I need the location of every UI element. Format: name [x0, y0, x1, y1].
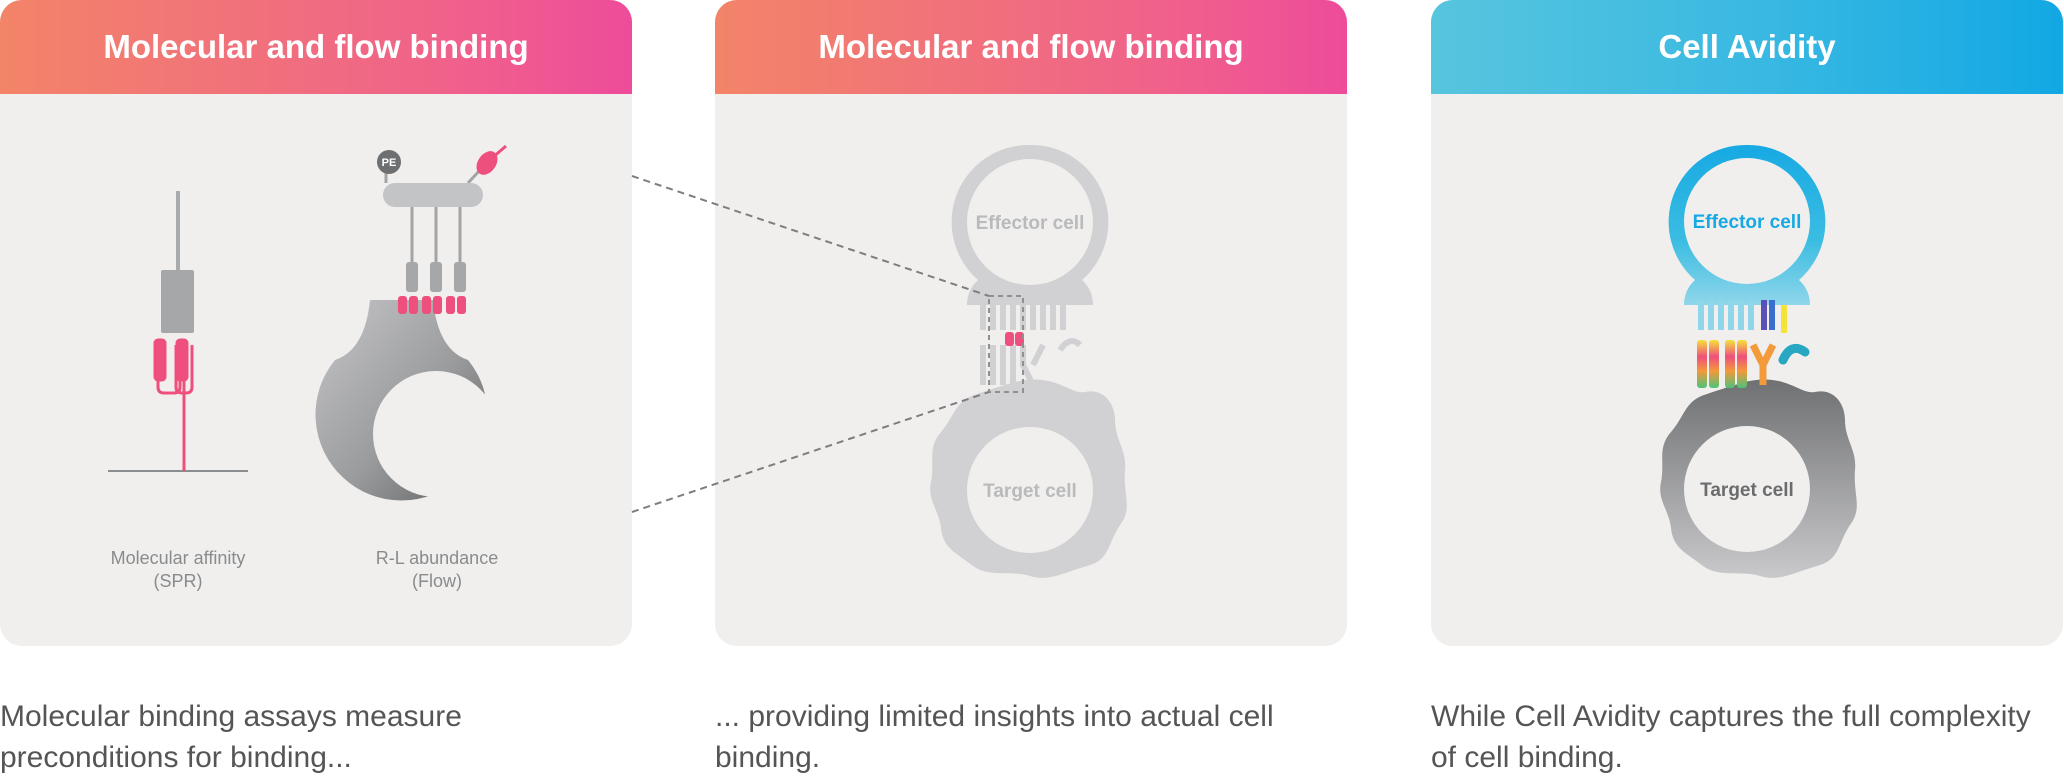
effector-cell-label: Effector cell [1693, 212, 1802, 233]
caption-1: Molecular binding assays measure precond… [0, 696, 620, 778]
colorful-receptors [1697, 300, 1810, 388]
caption-line: ... providing limited insights into actu… [715, 700, 1274, 733]
streptavidin-bar [383, 183, 483, 207]
pe-badge [377, 150, 401, 174]
molecular-flow-illustration: PE Molecular affinity (SPR) R-L abundanc… [108, 144, 507, 591]
panel-header: Molecular and flow binding [715, 0, 1347, 94]
caption-line: binding. [715, 741, 821, 774]
caption-3: While Cell Avidity captures the full com… [1431, 696, 2051, 778]
spr-label-line2: (SPR) [154, 571, 203, 591]
flow-label-line1: R-L abundance [376, 548, 498, 568]
cell-binding-grey-illustration: Effector cell Target cell [930, 144, 1127, 578]
fluorophore-icon [476, 144, 507, 175]
caption-line: While Cell Avidity captures the full com… [1431, 700, 2031, 733]
panel-header: Cell Avidity [1431, 0, 2063, 94]
panel-cell-avidity: Cell Avidity [1431, 0, 2063, 646]
flow-binding-diagram: PE [315, 144, 507, 501]
flow-receptors [398, 296, 466, 314]
spr-label-line1: Molecular affinity [111, 548, 246, 568]
pe-label: PE [382, 157, 397, 169]
spr-receptor [153, 338, 194, 395]
grey-receptors [980, 300, 1083, 387]
target-cell-label: Target cell [1700, 480, 1794, 501]
caption-line: preconditions for binding... [0, 741, 352, 774]
spr-sensor-diagram [108, 191, 248, 472]
cell-avidity-illustration: Effector cell Target cell [1660, 144, 1857, 578]
effector-cell-label: Effector cell [976, 213, 1085, 234]
panel-molecular-flow-binding-2: Molecular and flow binding Effector cell… [715, 0, 1347, 646]
caption-line: of cell binding. [1431, 741, 1623, 774]
caption-2: ... providing limited insights into actu… [715, 696, 1335, 778]
analyte-block [161, 270, 194, 333]
panel-molecular-flow-binding-1: Molecular and flow binding [0, 0, 632, 646]
caption-line: Molecular binding assays measure [0, 700, 462, 733]
zoom-box [988, 295, 1024, 393]
highlight-receptor [1005, 332, 1024, 346]
flow-label-line2: (Flow) [412, 571, 462, 591]
target-cell-label: Target cell [983, 481, 1077, 502]
panel-header: Molecular and flow binding [0, 0, 632, 94]
